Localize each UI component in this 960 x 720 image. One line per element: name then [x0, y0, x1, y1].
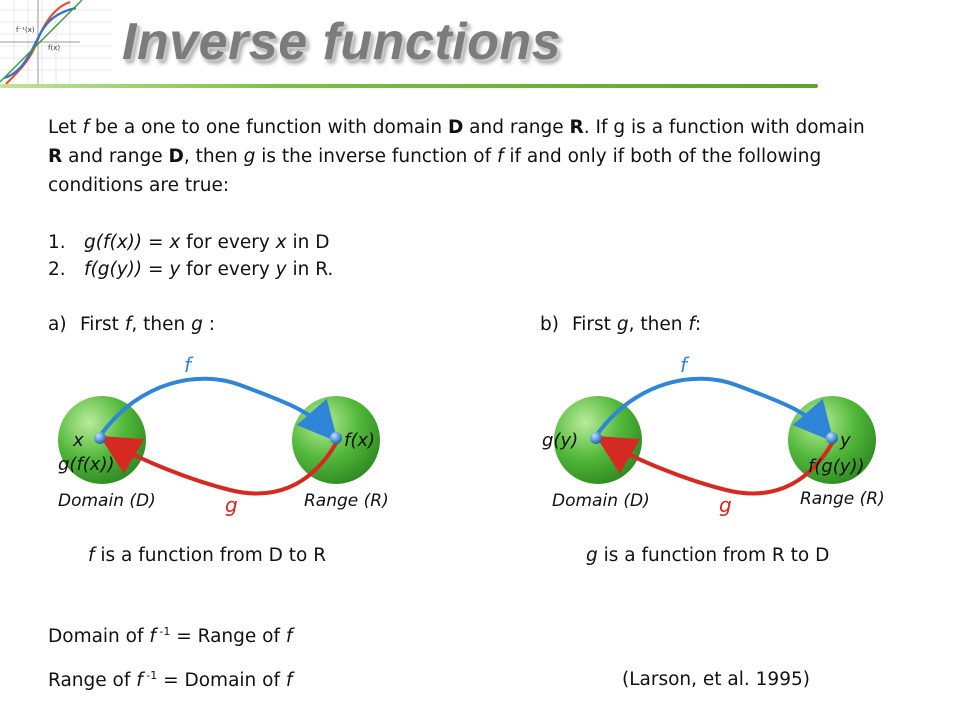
point-domain — [590, 432, 602, 444]
domain-point-label: g(y) — [542, 430, 578, 451]
diagram-b: f g g(y) y f(g(y)) Domain (D) Range (R) — [542, 353, 885, 517]
arrow-g — [595, 435, 836, 496]
range-result-label: f(g(y)) — [808, 456, 865, 477]
fact-range-of-inverse: Range of f -1 = Domain of f — [48, 669, 293, 692]
logo-curve-b — [3, 6, 77, 80]
point-domain — [94, 432, 106, 444]
logo-line — [0, 0, 83, 83]
arrow-g — [99, 435, 340, 496]
citation: (Larson, et al. 1995) — [622, 669, 810, 690]
condition-2: 2.f(g(y)) = y for every y in R. — [48, 259, 334, 280]
point-range — [826, 432, 838, 444]
domain-point-label: x — [72, 430, 84, 451]
arrow-f — [594, 376, 834, 443]
arrow-f-label: f — [184, 353, 194, 377]
logo-label-f: f(x) — [48, 44, 60, 52]
domain-label: Domain (D) — [552, 491, 650, 511]
fact-domain-of-inverse: Domain of f -1 = Range of f — [48, 625, 293, 648]
diagram-a: f g x g(f(x)) f(x) Domain (D) Range (R) — [58, 353, 389, 517]
range-point-label: y — [839, 430, 851, 451]
definition-paragraph: Let f be a one to one function with doma… — [48, 117, 865, 196]
range-label: Range (R) — [800, 489, 885, 509]
arrow-g-label: g — [225, 493, 238, 517]
title-underline — [0, 84, 818, 88]
caption-a: f is a function from D to R — [88, 545, 327, 566]
graph-logo-icon: f⁻¹(x) f(x) — [0, 0, 112, 84]
point-range — [330, 432, 342, 444]
case-a-label: a)First f, then g : — [48, 314, 215, 335]
arrow-f-label: f — [680, 353, 690, 377]
arrow-g-label: g — [719, 493, 732, 517]
caption-b: g is a function from R to D — [586, 545, 830, 566]
logo-label-inverse: f⁻¹(x) — [16, 26, 35, 34]
case-b-label: b)First g, then f: — [540, 314, 702, 335]
condition-1: 1.g(f(x)) = x for every x in D — [48, 232, 330, 253]
domain-label: Domain (D) — [58, 491, 156, 511]
slide-title: Inverse functions — [122, 13, 562, 71]
arrow-f — [98, 376, 338, 443]
range-label: Range (R) — [304, 491, 389, 511]
range-point-label: f(x) — [344, 430, 375, 451]
domain-result-label: g(f(x)) — [58, 454, 115, 475]
